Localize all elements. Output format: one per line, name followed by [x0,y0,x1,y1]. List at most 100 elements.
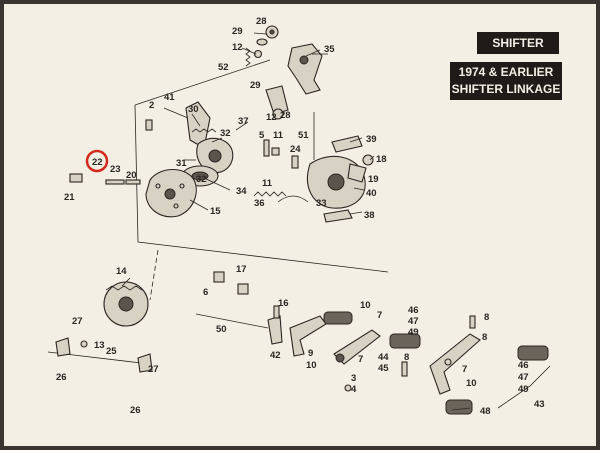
callout-7-right: 7 [462,364,467,375]
callout-46-top: 46 [408,305,419,316]
shifter-lever-35 [287,43,328,95]
pawl-28-upper [265,25,279,39]
callout-31: 31 [176,158,187,169]
fork-27-right [137,353,153,373]
nut-4 [344,384,352,392]
spring-36 [253,191,287,197]
callout-7-mid: 7 [358,354,363,365]
washer-12-upper [253,49,263,59]
callout-49-top: 49 [408,327,419,338]
shifter-housing-41 [185,101,211,149]
exploded-view-drawing: 22 2 3 4 5 6 7 7 7 8 8 8 9 10 10 10 11 1… [47,16,551,417]
shifter-drum-14 [103,281,149,327]
callout-43: 43 [534,399,545,410]
callout-30: 30 [188,104,199,115]
callout-28-mid: 28 [280,110,291,121]
cam-assembly-32 [196,137,234,174]
screw-8-right [469,315,476,329]
parts-diagram-page: 22 2 3 4 5 6 7 7 7 8 8 8 9 10 10 10 11 1… [4,4,596,446]
callout-3: 3 [351,373,356,384]
callout-46-right: 46 [518,360,529,371]
heel-lever-44 [333,329,381,365]
callout-4-lower: 4 [351,384,357,395]
callout-26-bottom: 26 [130,405,141,416]
callout-14: 14 [116,266,127,277]
callout-16: 16 [278,298,289,309]
rear-lever [429,333,481,395]
callout-6: 6 [203,287,208,298]
section-title-tag: SHIFTER [477,32,559,54]
callout-24: 24 [290,144,301,155]
callout-5: 5 [259,130,265,141]
callout-13: 13 [94,340,105,351]
callout-labels: 22 2 3 4 5 6 7 7 7 8 8 8 9 10 10 10 11 1… [56,16,545,417]
callout-7-top: 7 [377,310,382,321]
callout-20: 20 [126,170,137,181]
callout-32-top: 32 [220,128,231,139]
cover-19 [347,163,367,183]
callout-22: 22 [92,157,103,168]
spring-33 [277,195,309,203]
washer-29-upper [256,38,268,46]
spring-24 [291,155,299,169]
callout-12-mid: 12 [266,112,277,123]
callout-48: 48 [480,406,491,417]
callout-10-top: 10 [360,300,371,311]
callout-11-bottom: 11 [262,178,273,189]
callout-49-right: 49 [518,384,529,395]
bolt-16 [273,305,280,319]
washer-7-right [444,358,452,366]
callout-40: 40 [366,188,377,199]
highlight-ring-22 [85,149,109,173]
callout-18: 18 [376,154,387,165]
callout-15: 15 [210,206,221,217]
shift-rod-50 [195,313,269,329]
callout-26-left: 26 [56,372,67,383]
callout-52: 52 [218,62,229,73]
callout-29-mid: 29 [250,80,261,91]
lever-42 [267,315,283,345]
bracket-43 [497,365,551,409]
shift-lever-10 [289,315,327,357]
pin-37 [235,121,249,131]
peg-grip-46-right [517,345,549,361]
callout-41: 41 [164,92,175,103]
screw-21 [69,173,83,183]
callout-8-top: 8 [484,312,489,323]
callout-45: 45 [378,363,389,374]
nut-11 [271,147,280,156]
callout-47-right: 47 [518,372,529,383]
callout-2: 2 [149,100,154,111]
callout-51: 51 [298,130,309,141]
subtitle-line-2: SHIFTER LINKAGE [451,82,561,96]
section-outline [134,104,389,273]
callout-39: 39 [366,134,377,145]
callout-23: 23 [110,164,121,175]
callout-19: 19 [368,174,379,185]
bushing-17 [213,271,249,295]
callout-44: 44 [378,352,389,363]
section-outline-top [134,59,271,106]
callout-10-right: 10 [466,378,477,389]
callout-21: 21 [64,192,75,203]
callout-25: 25 [106,346,117,357]
peg-grip-46 [389,333,421,349]
spring-30 [191,128,217,133]
callout-8-right: 8 [482,332,487,343]
leader-dashed [149,249,159,301]
clip-13 [80,340,88,348]
callout-34: 34 [236,186,247,197]
callout-27-left: 27 [72,316,83,327]
callout-42: 42 [270,350,281,361]
link-38 [323,209,353,223]
peg-grip-upper [323,311,353,325]
callout-36: 36 [254,198,265,209]
leader-lines [121,32,471,411]
screw-8-mid [401,361,408,377]
plate-15 [145,168,197,218]
callout-29-top: 29 [232,26,243,37]
callout-10-left: 10 [306,360,317,371]
callout-32-bottom: 32 [196,174,207,185]
subtitle-line-1: 1974 & EARLIER [458,65,554,79]
callout-8-mid: 8 [404,352,409,363]
